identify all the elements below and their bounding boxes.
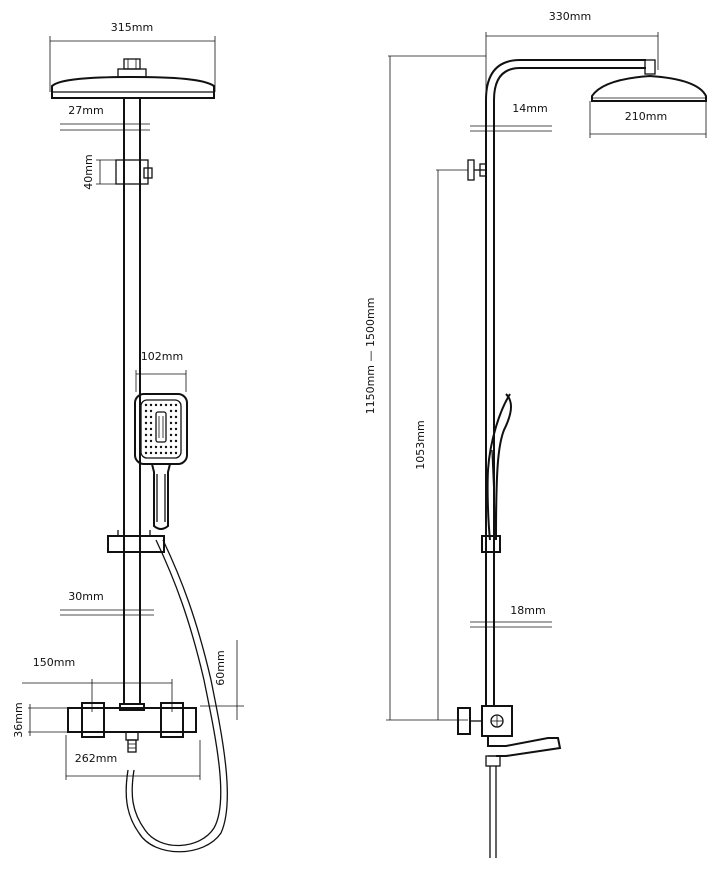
label-pipe-diameter: 18mm: [510, 604, 545, 617]
dim-slider-height: 40mm: [82, 154, 153, 190]
side-valve-and-spout: [457, 705, 562, 858]
label-total-height: 1150mm — 1500mm: [364, 298, 377, 415]
label-arm-diameter: 14mm: [512, 102, 547, 115]
front-view: 315mm 27mm 40mm: [12, 21, 244, 853]
nozzle-pattern: [144, 403, 178, 455]
dim-valve-spacing: 150mm: [22, 656, 173, 712]
side-hand-shower: [481, 393, 512, 553]
dim-arm-diameter: 14mm: [470, 102, 552, 132]
side-slider-knob: [467, 159, 487, 181]
label-slider-height: 40mm: [82, 154, 95, 189]
label-body-width: 262mm: [75, 752, 117, 765]
dim-valve-height: 60mm: [200, 640, 244, 720]
label-head-diameter: 210mm: [625, 110, 667, 123]
label-valve-spacing: 150mm: [33, 656, 75, 669]
label-projection: 330mm: [549, 10, 591, 23]
side-riser-and-arm: [485, 59, 656, 705]
front-riser-pipe: [123, 98, 141, 705]
side-view: 330mm 210mm 14mm: [364, 10, 707, 858]
label-head-width: 315mm: [111, 21, 153, 34]
dim-slider-height-side: 1053mm: [414, 169, 468, 720]
dim-body-width: 262mm: [65, 735, 201, 780]
side-shower-head: 210mm: [589, 74, 707, 138]
front-hose: [125, 539, 228, 853]
label-valve-height: 60mm: [214, 650, 227, 685]
dim-head-width: 315mm: [49, 21, 216, 92]
dim-projection: 330mm: [485, 10, 659, 150]
front-hand-shower: 102mm: [134, 350, 188, 530]
label-arm-offset: 27mm: [68, 104, 103, 117]
dim-arm-offset: 27mm: [60, 104, 150, 131]
front-valve-body: [67, 702, 197, 753]
front-shower-head: [51, 58, 215, 99]
dim-rail-offset: 30mm: [60, 590, 154, 616]
dim-pipe-diameter: 18mm: [470, 604, 552, 628]
label-rail-offset: 30mm: [68, 590, 103, 603]
label-body-height: 36mm: [12, 702, 25, 737]
front-handset-holder: [107, 530, 165, 553]
label-handset-width: 102mm: [141, 350, 183, 363]
label-slider-height-side: 1053mm: [414, 420, 427, 469]
dim-body-height: 36mm: [12, 702, 78, 738]
dim-total-height: 1150mm — 1500mm: [364, 55, 486, 721]
